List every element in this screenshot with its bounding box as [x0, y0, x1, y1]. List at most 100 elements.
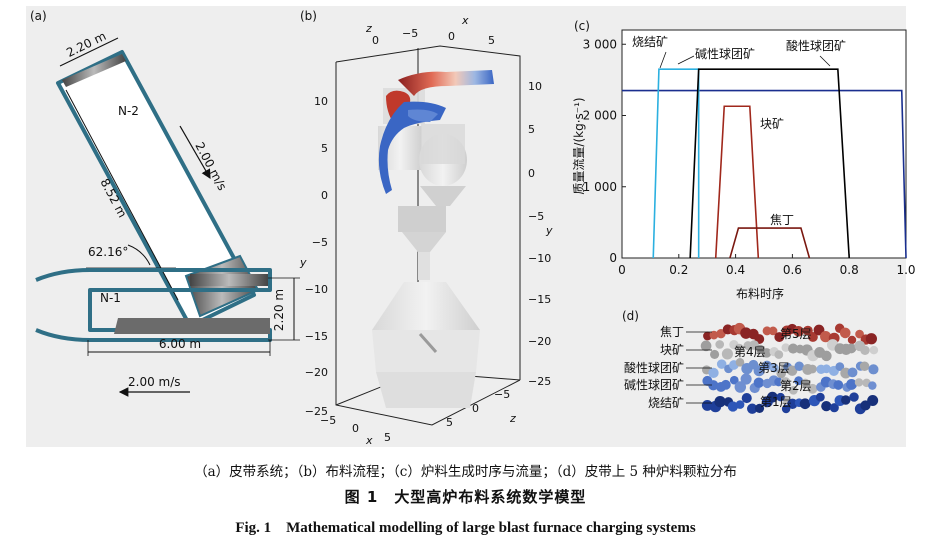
y-tick-right: −25	[528, 375, 551, 388]
y-tick: −25	[305, 405, 328, 418]
top-tick: 0	[372, 34, 379, 47]
particle	[833, 380, 844, 390]
y-tick: −15	[305, 330, 328, 343]
particle	[787, 365, 798, 376]
x-tick-label: 0.8	[840, 263, 859, 277]
chart-lines	[622, 68, 907, 259]
y-tick: −10	[305, 283, 328, 296]
particle	[753, 377, 765, 388]
y-tick-right: −10	[528, 252, 551, 265]
legend-lump: 块矿	[760, 117, 784, 131]
y-tick-right: 5	[528, 123, 535, 136]
series-line	[714, 105, 760, 259]
particle	[788, 343, 799, 354]
layer-labels: 第5层 第4层 第3层 第2层 第1层	[734, 327, 812, 409]
length-dim-line	[65, 89, 179, 301]
panel-d: (d) 焦丁 块矿 酸性球团矿 碱性球团矿 烧结矿 第5层 第4层 第3层 第2…	[622, 309, 879, 415]
particle	[846, 343, 857, 354]
x-tick-label: 0	[618, 263, 626, 277]
left-y-label: y	[299, 256, 307, 269]
x-tick-label: 0.2	[669, 263, 688, 277]
layer-label-5: 第5层	[780, 327, 812, 341]
particle	[808, 364, 817, 374]
particle	[794, 361, 804, 371]
series-line	[652, 68, 700, 259]
particle	[708, 380, 719, 391]
legend-acid: 酸性球团矿	[786, 38, 846, 53]
top-z-label: z	[365, 22, 372, 35]
angle-text: 62.16°	[88, 245, 128, 259]
particle	[740, 373, 752, 385]
particle	[729, 375, 739, 385]
particle	[727, 401, 739, 412]
particle	[747, 403, 758, 414]
particle	[829, 403, 839, 413]
particle	[714, 395, 726, 408]
y-tick-right: −15	[528, 293, 551, 306]
particle	[753, 365, 765, 377]
panel-d-label: (d)	[622, 309, 639, 323]
particle	[854, 378, 864, 387]
particle	[799, 398, 811, 410]
particle	[774, 350, 784, 359]
layer-label-1: 第1层	[760, 395, 792, 409]
material-label-acid: 酸性球团矿	[624, 360, 684, 375]
y-tick-label: 3 000	[583, 37, 617, 51]
top-ticks: 0 −5 0 5	[372, 27, 495, 47]
belt-n1-frame	[35, 268, 272, 342]
particle	[715, 340, 725, 349]
layer-label-3: 第3层	[758, 361, 790, 375]
panel-b-label: (b)	[300, 9, 317, 23]
belt-n1-surface	[114, 318, 270, 334]
speed-incline-arrow	[179, 125, 211, 180]
belt-n2-frame	[56, 50, 256, 328]
figure-title-en: Fig. 1 Mathematical modelling of large b…	[235, 520, 696, 536]
belt-n1-head	[190, 274, 268, 286]
legend-alkaline-leader	[677, 55, 695, 65]
particle	[754, 403, 765, 413]
material-label-coke: 焦丁	[660, 325, 684, 339]
particle	[734, 343, 744, 353]
x-tick-label: 0.4	[726, 263, 745, 277]
bottom-z-tick: −5	[494, 388, 510, 401]
particle	[703, 331, 712, 341]
particle	[821, 400, 832, 412]
legend-sinter: 烧结矿	[632, 35, 668, 49]
particle	[756, 344, 765, 354]
legend-coke: 焦丁	[770, 213, 794, 227]
particle	[735, 358, 745, 367]
y-tick-right: 0	[528, 167, 535, 180]
particle	[781, 343, 791, 352]
y-tick-label: 1 000	[583, 180, 617, 194]
x-tick-label: 0.6	[783, 263, 802, 277]
material-label-lump: 块矿	[660, 343, 684, 357]
series-line	[689, 68, 850, 259]
particle	[720, 379, 731, 390]
speed-incline-text: 2.00 m/s	[192, 140, 229, 193]
particle	[700, 340, 712, 352]
particle	[835, 362, 845, 371]
particle	[839, 327, 851, 339]
particle	[868, 364, 879, 375]
bottom-z-ticks: 5 0 −5	[446, 388, 510, 429]
particle	[734, 381, 747, 393]
figure-subcaption: （a）皮带系统；（b）布料流程；（c）炉料生成时序与流量；（d）皮带上 5 种炉…	[194, 464, 737, 480]
y-tick: −5	[312, 236, 328, 249]
material-leaders	[686, 331, 712, 404]
particle	[868, 381, 877, 390]
y-tick: 5	[321, 142, 328, 155]
material-label-sinter: 烧结矿	[648, 396, 684, 410]
bottom-x-tick: 0	[352, 422, 359, 435]
figure-title-cn: 图 1 大型高炉布料系统数学模型	[344, 488, 587, 506]
layer-label-2: 第2层	[780, 379, 812, 393]
panel-c-label: (c)	[574, 19, 590, 33]
chart-ylabel: 质量流量/(kg·s⁻¹)	[572, 97, 586, 194]
bottom-x-label: x	[365, 434, 373, 447]
particle	[708, 367, 719, 379]
particle	[865, 333, 878, 345]
particle	[762, 348, 772, 358]
particle	[800, 378, 810, 388]
top-tick: −5	[402, 27, 418, 40]
